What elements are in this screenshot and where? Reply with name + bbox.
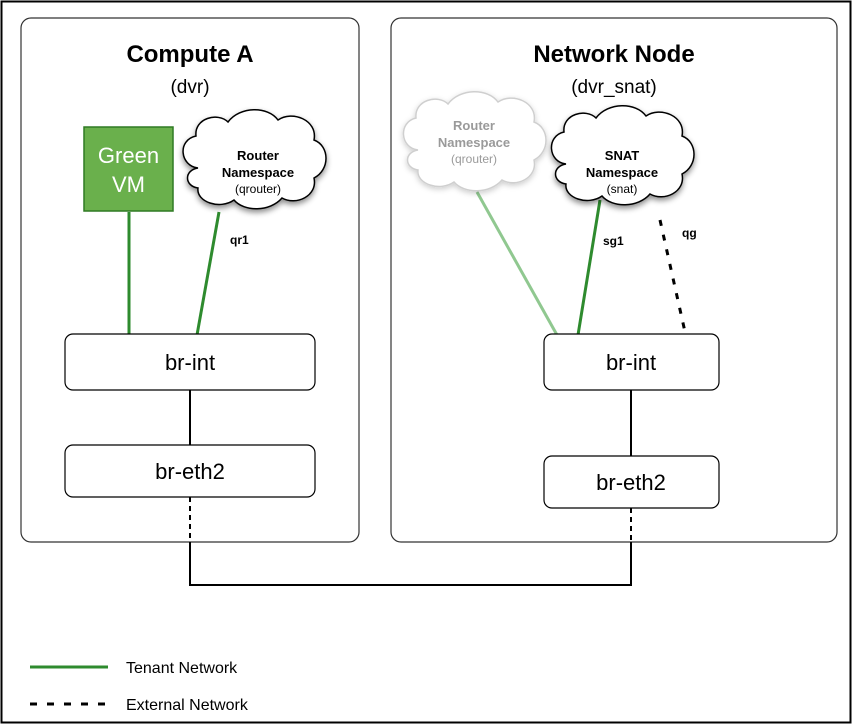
network-node-br-eth2[interactable]: br-eth2 — [543, 455, 720, 509]
network-node-br-int[interactable]: br-int — [543, 333, 720, 391]
legend: Tenant Network External Network — [30, 660, 249, 714]
network-node-router-cloud[interactable]: Router Namespace (qrouter) — [402, 91, 547, 192]
qrouter-faded-link — [475, 191, 559, 336]
compute-a-br-eth2[interactable]: br-eth2 — [64, 444, 316, 498]
green-vm-label-line2: VM — [112, 172, 145, 197]
sg1-port-label: sg1 — [603, 234, 624, 248]
compute-a-panel: Compute A (dvr) Green VM Router Namespac… — [20, 17, 360, 543]
legend-external-label: External Network — [126, 697, 249, 714]
network-node-title: Network Node — [533, 41, 694, 68]
qg-port-label: qg — [682, 226, 697, 240]
nn-router-cloud-line3: (qrouter) — [451, 152, 497, 166]
network-node-subtitle: (dvr_snat) — [571, 77, 657, 98]
network-node-panel: Network Node (dvr_snat) Router Namespace… — [390, 17, 838, 543]
compute-a-title: Compute A — [126, 41, 253, 68]
sg1-tenant-link — [576, 199, 602, 336]
snat-cloud-line1: SNAT — [605, 148, 639, 163]
compute-a-br-eth2-label: br-eth2 — [155, 459, 225, 484]
snat-cloud-line3: (snat) — [607, 182, 638, 196]
external-physical-link — [189, 497, 632, 586]
legend-tenant-label: Tenant Network — [126, 660, 238, 677]
qr1-tenant-link — [195, 211, 221, 336]
qr1-port-label: qr1 — [230, 233, 249, 247]
compute-a-subtitle: (dvr) — [170, 77, 209, 98]
qg-external-link — [658, 219, 687, 333]
nn-router-cloud-line2: Namespace — [438, 135, 510, 150]
compute-a-br-int[interactable]: br-int — [64, 333, 316, 391]
router-namespace-cloud[interactable]: Router Namespace (qrouter) — [182, 109, 327, 210]
network-node-br-eth2-label: br-eth2 — [596, 470, 666, 495]
snat-namespace-cloud[interactable]: SNAT Namespace (snat) — [550, 105, 695, 206]
router-cloud-line3: (qrouter) — [235, 182, 281, 196]
network-node-br-int-label: br-int — [606, 350, 656, 375]
router-cloud-line2: Namespace — [222, 165, 294, 180]
snat-cloud-line2: Namespace — [586, 165, 658, 180]
router-cloud-line1: Router — [237, 148, 279, 163]
nn-router-cloud-line1: Router — [453, 118, 495, 133]
green-vm-label-line1: Green — [98, 143, 159, 168]
green-vm[interactable]: Green VM — [83, 126, 174, 212]
compute-a-br-int-label: br-int — [165, 350, 215, 375]
